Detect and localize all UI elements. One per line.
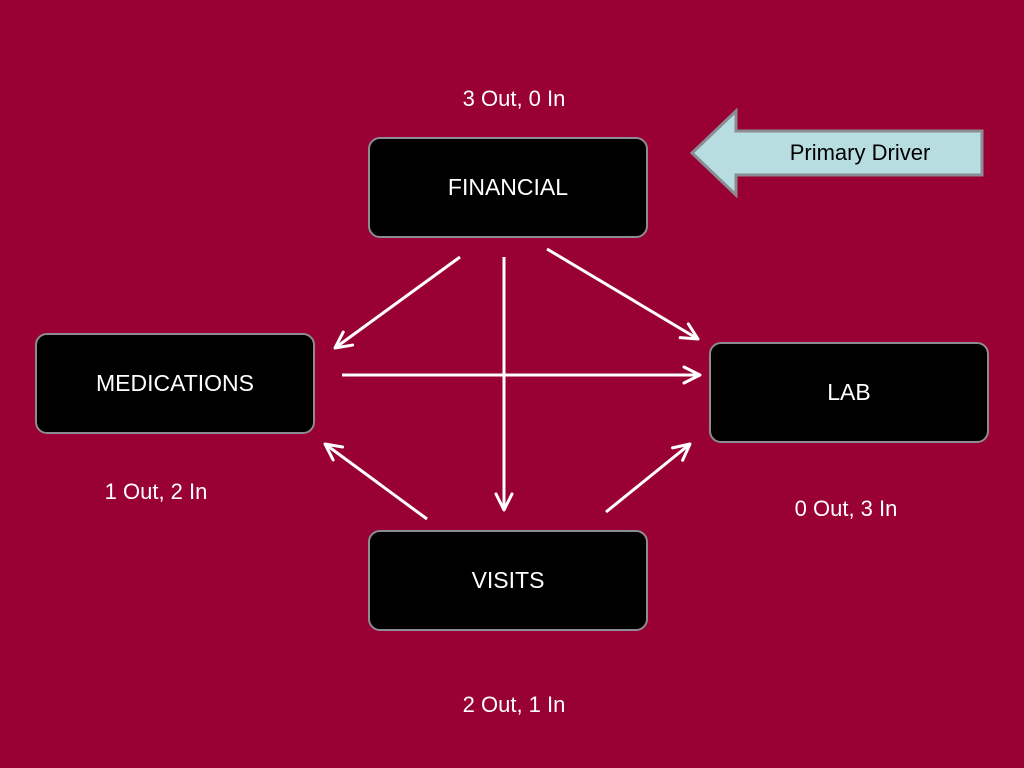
node-financial: FINANCIAL [368, 137, 648, 238]
count-lab: 0 Out, 3 In [794, 496, 898, 521]
arrow-visits-to-medications [323, 442, 428, 521]
node-financial-label: FINANCIAL [447, 174, 569, 200]
arrow-financial-to-lab [546, 247, 700, 341]
arrow-financial-to-medications [333, 255, 461, 350]
count-medications: 1 Out, 2 In [104, 479, 208, 504]
count-financial: 3 Out, 0 In [462, 86, 566, 111]
left-arrow-shape [689, 108, 984, 198]
node-visits-label: VISITS [471, 567, 545, 593]
arrow-visits-to-lab [605, 442, 692, 514]
node-lab: LAB [709, 342, 989, 443]
count-visits: 2 Out, 1 In [462, 692, 566, 717]
node-medications-label: MEDICATIONS [95, 370, 255, 396]
primary-driver-arrow-callout [689, 108, 984, 198]
primary-driver-label: Primary Driver [789, 140, 931, 165]
node-medications: MEDICATIONS [35, 333, 315, 434]
node-visits: VISITS [368, 530, 648, 631]
node-lab-label: LAB [827, 379, 871, 405]
